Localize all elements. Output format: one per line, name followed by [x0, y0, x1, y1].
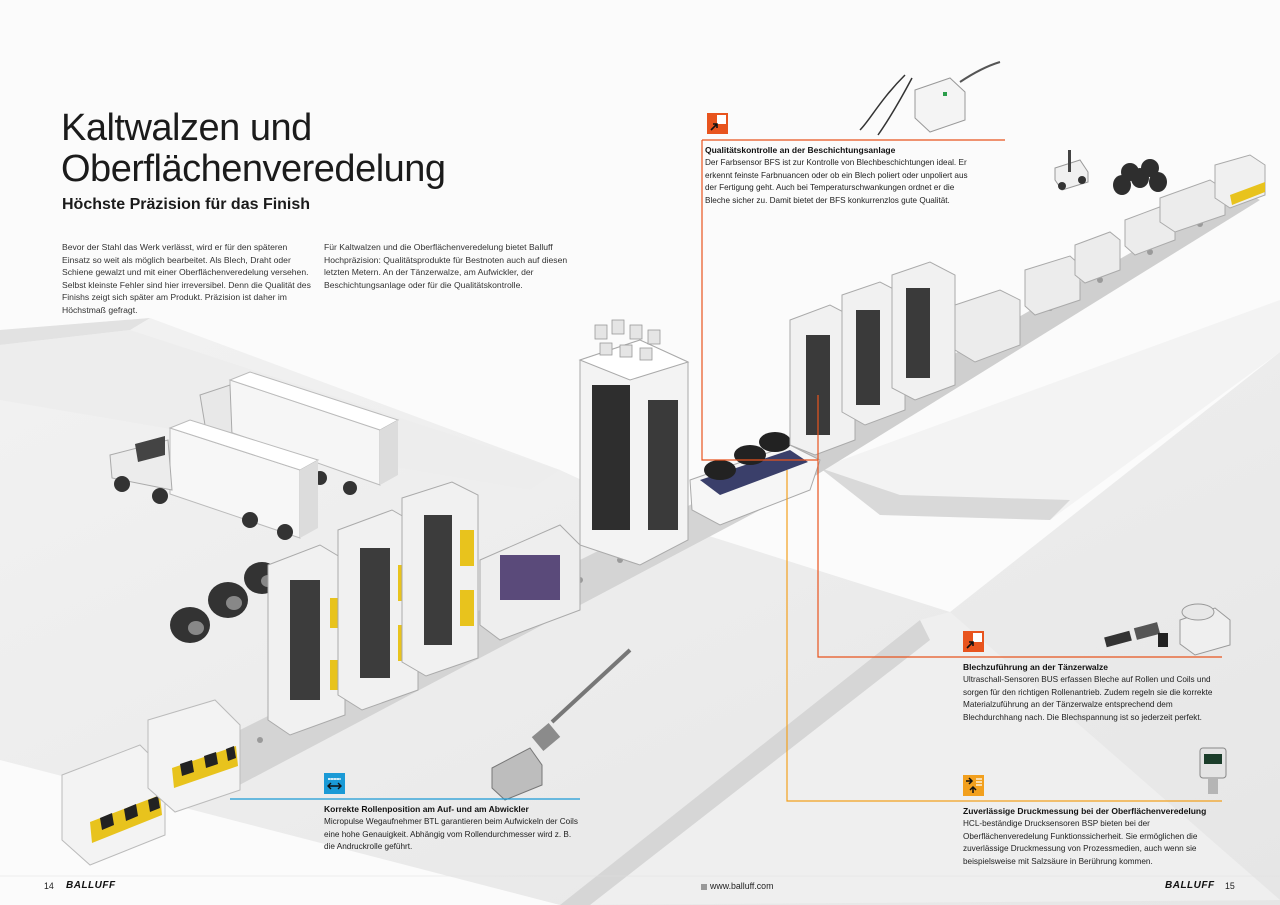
pressure-sensor-icon	[963, 775, 984, 796]
callout-tension-roller: Blechzuführung an der Tänzerwalze Ultras…	[963, 661, 1233, 724]
footer-url[interactable]: www.balluff.com	[701, 881, 773, 891]
rolling-stand-group-left	[267, 481, 581, 736]
page-number-left: 14	[44, 881, 54, 891]
optical-sensor-icon	[707, 113, 728, 134]
linear-position-icon	[324, 773, 345, 794]
callout-quality-text: Der Farbsensor BFS ist zur Kontrolle von…	[705, 158, 968, 205]
coil-unwinder-2	[147, 699, 241, 813]
coating-tower	[578, 319, 690, 566]
truck-front	[109, 419, 320, 540]
title-line-1: Kaltwalzen und	[61, 107, 312, 149]
position-transducer-btl-product	[491, 648, 632, 801]
square-bullet-icon	[701, 883, 707, 890]
coil-unwinder-1	[61, 744, 166, 866]
steel-coils-right	[1113, 159, 1167, 195]
page-subtitle: Höchste Präzision für das Finish	[62, 196, 311, 213]
balluff-logo-left: BALLUFF	[66, 880, 116, 891]
intro-column-2: Für Kaltwalzen und die Oberflächenverede…	[324, 242, 568, 290]
rolling-stand-group-right	[789, 154, 1266, 456]
callout-quality-control: Qualitätskontrolle an der Beschichtungsa…	[705, 144, 973, 207]
pressure-leader-line	[786, 470, 1222, 802]
forklift	[1054, 150, 1089, 191]
truck-back	[199, 371, 400, 495]
steel-coils-left	[170, 562, 280, 643]
callout-roll-position: Korrekte Rollenposition am Auf- und am A…	[324, 803, 584, 854]
callout-position-text: Micropulse Wegaufnehmer BTL garantieren …	[324, 817, 578, 852]
callout-tension-title: Blechzuführung an der Tänzerwalze	[963, 662, 1108, 672]
page-title: Kaltwalzen und Oberflächenveredelung	[61, 108, 446, 190]
page-number-right: 15	[1225, 881, 1235, 891]
balluff-logo-right: BALLUFF	[1165, 880, 1215, 891]
intro-column-1: Bevor der Stahl das Werk verlässt, wird …	[62, 242, 311, 315]
quality-leader-line	[701, 140, 818, 461]
footer-url-text[interactable]: www.balluff.com	[710, 881, 774, 891]
callout-position-title: Korrekte Rollenposition am Auf- und am A…	[324, 804, 529, 814]
callout-leader-lines	[230, 139, 1222, 802]
pressure-sensor-product	[1199, 747, 1227, 794]
callout-pressure-text: HCL-beständige Drucksensoren BSP bieten …	[963, 819, 1198, 866]
title-line-2: Oberflächenveredelung	[61, 148, 446, 190]
ultrasonic-sensor-products	[1104, 603, 1231, 656]
callout-pressure-title: Zuverlässige Druckmessung bei der Oberfl…	[963, 806, 1207, 816]
callout-quality-title: Qualitätskontrolle an der Beschichtungsa…	[705, 145, 896, 155]
callout-pressure-measurement: Zuverlässige Druckmessung bei der Oberfl…	[963, 805, 1233, 868]
callout-tension-text: Ultraschall-Sensoren BUS erfassen Bleche…	[963, 675, 1213, 722]
color-sensor-bfs-product	[859, 61, 1001, 136]
ultrasonic-sensor-icon	[963, 631, 984, 652]
tension-leader-line	[817, 395, 1222, 658]
